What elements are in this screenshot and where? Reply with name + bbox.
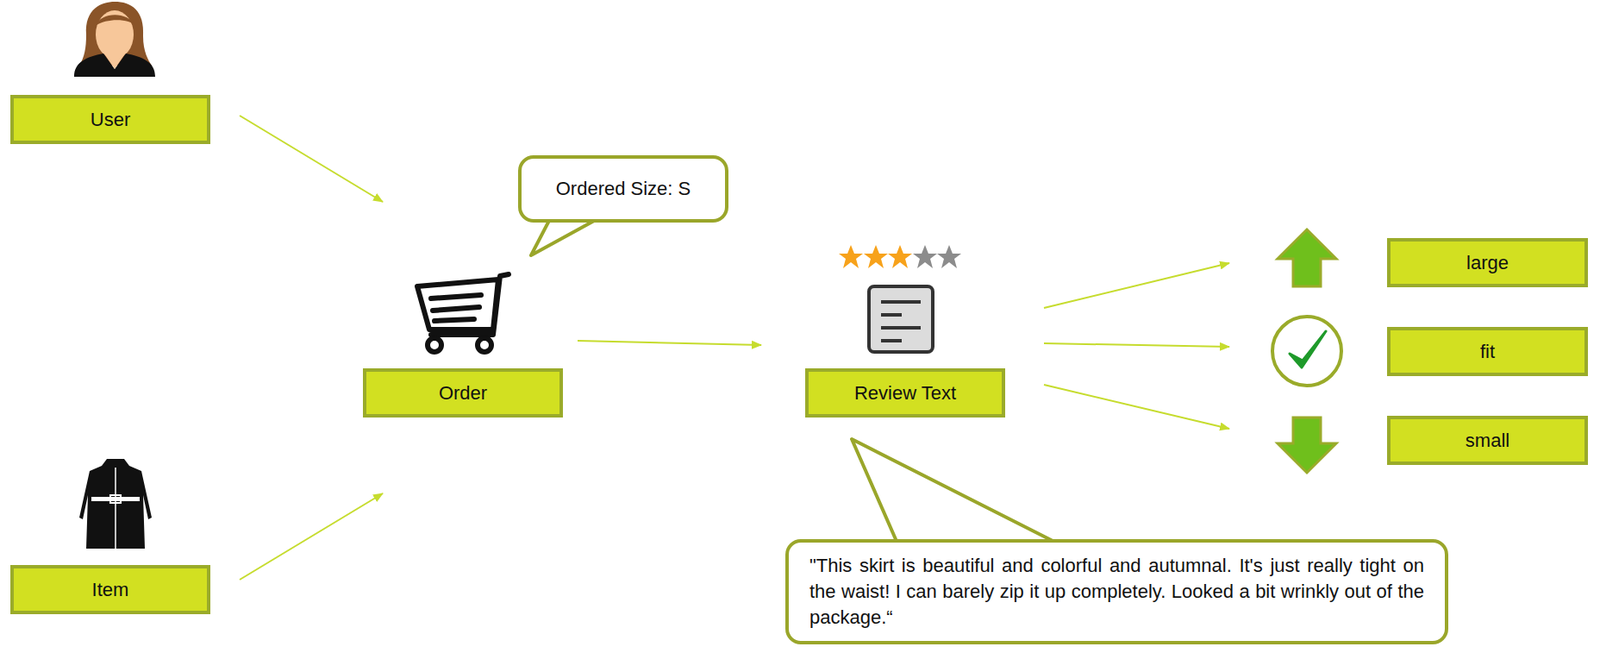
item-icon [79, 458, 152, 549]
flow-arrow [1043, 262, 1230, 308]
node-label: Item [92, 578, 130, 601]
node-label: fit [1480, 340, 1495, 363]
node-label: User [90, 108, 131, 132]
process-box: Review Text [805, 368, 1006, 418]
cart-icon [417, 274, 509, 352]
up-arrow-icon [1277, 229, 1337, 287]
node-label: Order [438, 381, 488, 405]
flow-arrow [1043, 384, 1230, 429]
callout-bubble: Ordered Size: S [518, 155, 729, 223]
outcome-box: fit [1387, 326, 1588, 376]
outcome-box: small [1387, 415, 1588, 465]
down-arrow-icon [1277, 417, 1337, 473]
callout-tail [851, 438, 1062, 545]
node-label: large [1466, 251, 1509, 275]
node-label: Review Text [854, 381, 957, 405]
entity-box: User [10, 94, 211, 144]
flow-arrow [577, 340, 762, 345]
entity-box: Item [10, 564, 211, 614]
check-icon [1272, 316, 1342, 386]
star-rating [838, 244, 962, 269]
node-label: "This skirt is beautiful and colorful an… [809, 552, 1425, 631]
document-icon [868, 286, 933, 352]
node-label: Ordered Size: S [556, 177, 692, 200]
node-label: small [1465, 429, 1510, 452]
flow-arrow [1043, 343, 1230, 347]
process-box: Order [362, 368, 563, 418]
outcome-box: large [1387, 237, 1588, 288]
flow-arrow [239, 493, 383, 580]
user-icon [74, 1, 156, 77]
review-callout: "This skirt is beautiful and colorful an… [785, 538, 1449, 644]
flow-arrow [239, 115, 383, 202]
